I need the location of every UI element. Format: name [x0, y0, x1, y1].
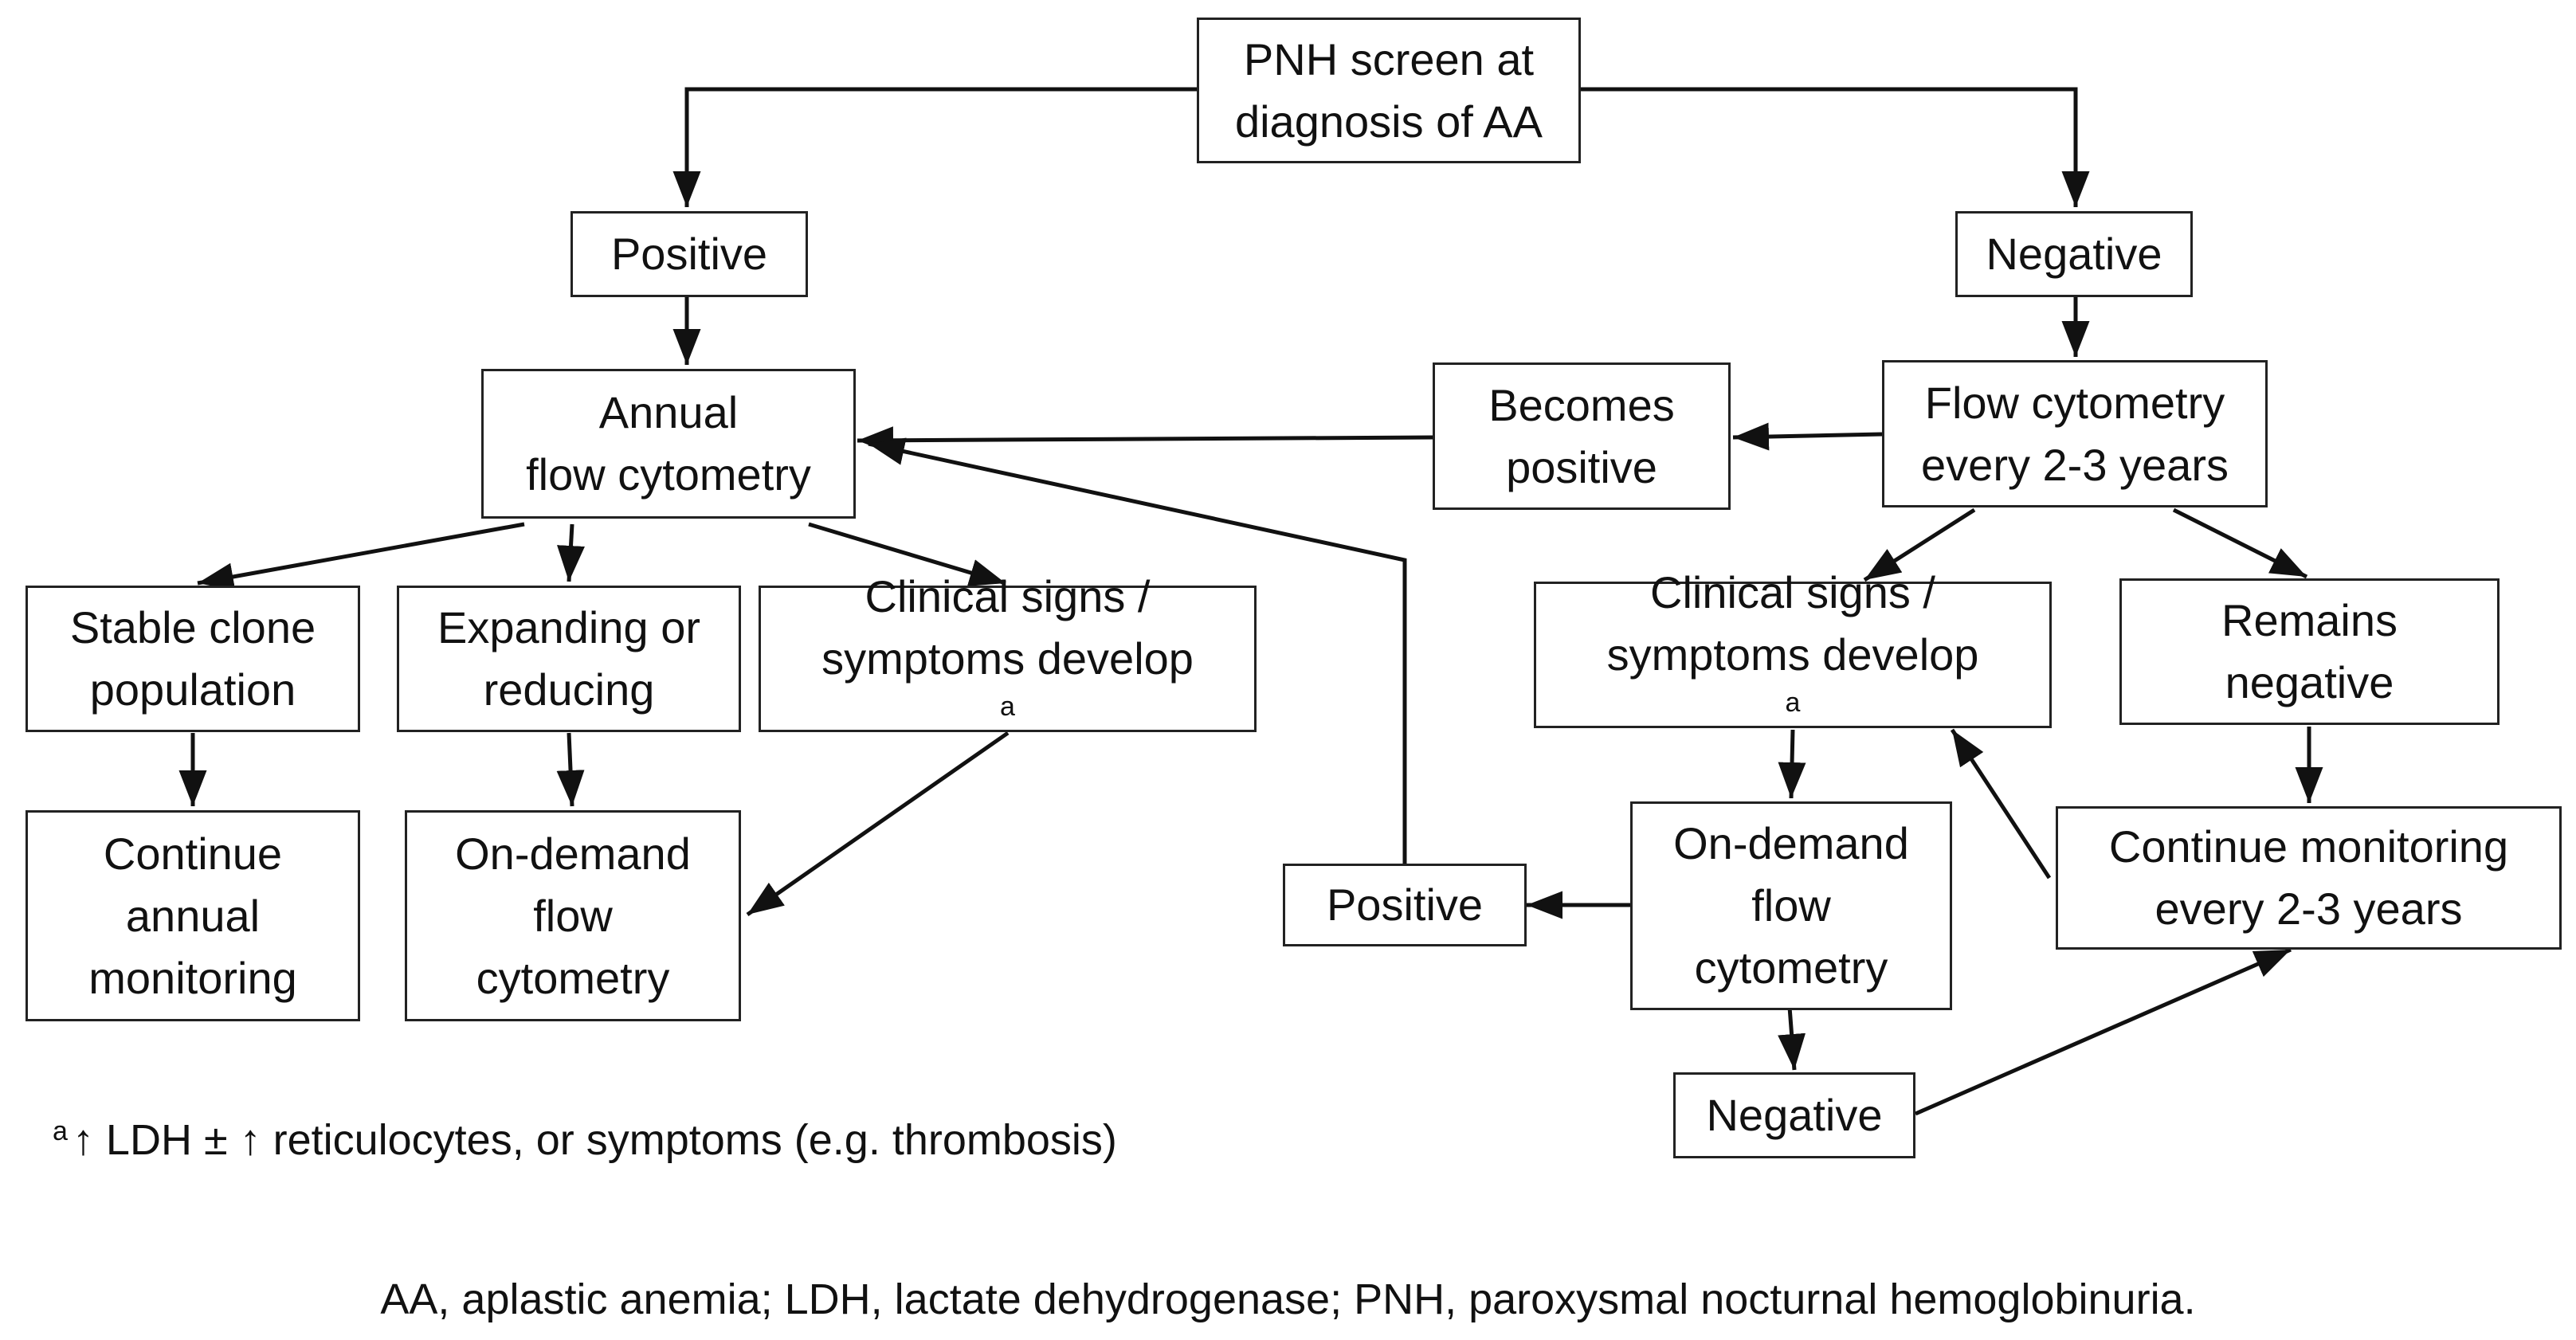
node-on-demand-left: On-demand flow cytometry — [405, 810, 741, 1021]
node-line: monitoring — [88, 952, 297, 1003]
arrow-root-to-negative — [1581, 87, 2090, 207]
arrow-flow-to-becomes — [1732, 422, 1883, 451]
node-positive-secondary: Positive — [1283, 864, 1527, 946]
node-line: Continue — [103, 828, 283, 879]
node-annual-flow-cytometry: Annual flow cytometry — [481, 369, 856, 519]
node-line: Stable clone — [69, 602, 316, 652]
node-line: On-demand — [1673, 818, 1909, 868]
node-line: flow — [1751, 880, 1831, 931]
abbreviations-text: AA, aplastic anemia; LDH, lactate dehydr… — [380, 1275, 2196, 1323]
node-clinical-signs-right: Clinical signs / symptoms develop a — [1534, 567, 2052, 728]
node-negative: Negative — [1955, 211, 2193, 297]
node-line: Continue monitoring — [2108, 821, 2509, 872]
node-line-text: symptoms develop — [1606, 629, 1979, 680]
arrow-flow-to-clinical — [1863, 507, 1976, 582]
arrow-clinical-to-ondemand — [746, 731, 1010, 917]
node-line: Clinical signs / — [1650, 567, 1935, 617]
arrow-flow-to-remains — [2172, 507, 2308, 579]
node-line: Positive — [1326, 880, 1484, 930]
footnote-marker: a — [1785, 688, 1801, 719]
arrow-positive-to-annual-loop — [868, 437, 1407, 864]
node-on-demand-right: On-demand flow cytometry — [1630, 801, 1952, 1010]
node-line: Becomes — [1488, 379, 1675, 430]
node-line: cytometry — [476, 952, 670, 1003]
node-line: symptoms develop a — [1607, 624, 1979, 748]
arrow-expanding-to-ondemand — [556, 732, 585, 807]
node-line: reducing — [483, 664, 655, 715]
node-line: population — [89, 664, 296, 715]
arrow-annual-to-clinical — [808, 522, 1006, 586]
arrow-annual-to-stable — [197, 522, 525, 591]
footnote-marker: a — [53, 1116, 68, 1146]
node-remains-negative: Remains negative — [2119, 578, 2500, 725]
node-line: flow — [533, 890, 613, 941]
node-line: Expanding or — [437, 602, 700, 652]
node-line: every 2-3 years — [1921, 439, 2229, 490]
node-negative-secondary: Negative — [1673, 1072, 1915, 1158]
node-line: negative — [2225, 657, 2394, 707]
node-line: Flow cytometry — [1924, 377, 2225, 428]
arrow-negative-to-continue — [1914, 947, 2292, 1116]
node-line: Negative — [1706, 1090, 1883, 1140]
node-line: On-demand — [455, 828, 691, 879]
node-continue-annual-monitoring: Continue annual monitoring — [25, 810, 360, 1021]
node-line: symptoms develop a — [821, 628, 1194, 752]
arrow-clinical-to-ondemand-right — [1778, 729, 1806, 799]
abbreviations: AA, aplastic anemia; LDH, lactate dehydr… — [0, 1275, 2576, 1324]
node-line: Annual — [598, 387, 739, 437]
node-line: positive — [1506, 441, 1657, 492]
node-line: Clinical signs / — [865, 571, 1151, 621]
node-line: Negative — [1986, 229, 2162, 279]
node-clinical-signs-left: Clinical signs / symptoms develop a — [759, 571, 1257, 732]
arrow-annual-to-expanding — [557, 523, 585, 582]
arrow-root-to-positive — [672, 87, 1197, 207]
node-line: PNH screen at — [1243, 33, 1535, 84]
arrow-becomes-to-annual — [857, 426, 1433, 455]
node-line: annual — [125, 890, 261, 941]
node-continue-monitoring-2-3-years: Continue monitoring every 2-3 years — [2056, 806, 2562, 950]
node-flow-cytometry-2-3-years: Flow cytometry every 2-3 years — [1882, 360, 2268, 507]
footnote: a↑ LDH ± ↑ reticulocytes, or symptoms (e… — [53, 1115, 1117, 1165]
node-becomes-positive: Becomes positive — [1433, 362, 1731, 510]
footnote-marker: a — [1000, 692, 1015, 723]
node-line: cytometry — [1694, 942, 1888, 993]
node-line: flow cytometry — [526, 449, 811, 500]
arrow-ondemand-to-negative — [1778, 1006, 1806, 1071]
node-line: Positive — [610, 229, 768, 279]
node-line: Remains — [2221, 595, 2398, 645]
node-line: every 2-3 years — [2155, 884, 2463, 934]
arrow-continue-to-clinical — [1950, 728, 2052, 880]
node-line-text: symptoms develop — [821, 633, 1194, 684]
node-line: diagnosis of AA — [1234, 96, 1543, 147]
node-stable-clone: Stable clone population — [25, 586, 360, 732]
node-expanding-reducing: Expanding or reducing — [397, 586, 741, 732]
footnote-text: ↑ LDH ± ↑ reticulocytes, or symptoms (e.… — [72, 1116, 1117, 1164]
node-positive: Positive — [570, 211, 808, 297]
node-pnh-screen: PNH screen at diagnosis of AA — [1197, 18, 1581, 163]
